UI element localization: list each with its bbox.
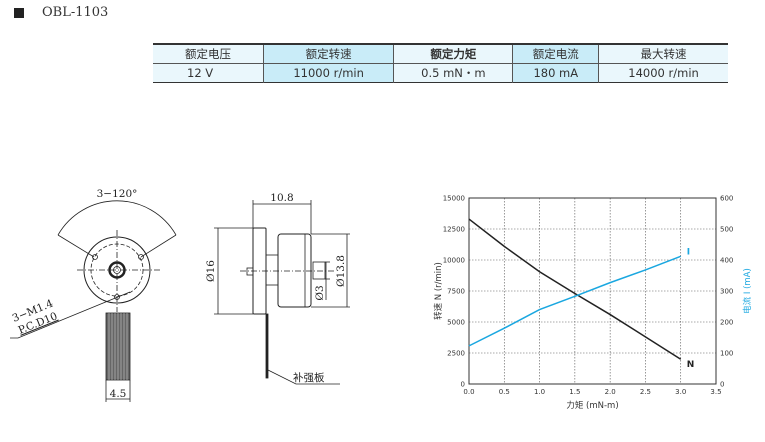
spec-header: 额定电压 <box>153 44 264 64</box>
y-tick-label: 5000 <box>447 319 465 327</box>
x-axis-label: 力矩 (mN-m) <box>566 400 618 411</box>
y2-tick-label: 300 <box>720 288 733 296</box>
y2-axis-label: 电流 I (mA) <box>742 268 753 314</box>
spec-value: 14000 r/min <box>598 63 728 82</box>
plate-label: 补强板 <box>293 371 325 384</box>
bolt-hole <box>138 254 144 260</box>
x-tick-label: 2.5 <box>640 388 651 396</box>
y2-tick-label: 500 <box>720 226 733 234</box>
series-line-I <box>468 255 681 347</box>
series-line-N <box>468 218 682 360</box>
spec-value: 0.5 mN・m <box>393 63 513 82</box>
reinforcement-plate <box>265 313 269 379</box>
y-tick-label: 12500 <box>443 226 465 234</box>
y-tick-label: 15000 <box>443 195 465 203</box>
series-label-I: I <box>687 247 690 257</box>
x-tick-label: 3.5 <box>710 388 721 396</box>
spec-header-row: 额定电压 额定转速 额定力矩 额定电流 最大转速 <box>153 44 728 64</box>
side-view: 10.8 Ø16 Ø13.8 Ø3 补强板 <box>205 192 350 385</box>
series-label-N: N <box>687 360 695 370</box>
plot-frame <box>468 197 717 385</box>
body-diameter-label: Ø13.8 <box>335 255 347 287</box>
y2-tick-label: 600 <box>720 195 733 203</box>
y-tick-label: 10000 <box>443 257 465 265</box>
bolt-hole <box>92 254 98 260</box>
model-name: OBL-1103 <box>42 5 109 20</box>
x-tick-label: 2.0 <box>605 388 616 396</box>
y-tick-label: 0 <box>461 381 465 389</box>
front-view: 3−120° 3−M1.4 P.C.D10 4.5 <box>10 188 177 402</box>
y-tick-label: 2500 <box>447 350 465 358</box>
spec-value: 12 V <box>153 63 264 82</box>
length-label: 10.8 <box>270 192 293 204</box>
x-tick-label: 0.5 <box>499 388 510 396</box>
y2-tick-label: 100 <box>720 350 733 358</box>
y2-tick-label: 400 <box>720 257 733 265</box>
spec-header: 额定力矩 <box>393 44 513 64</box>
flange-diameter-label: Ø16 <box>205 260 217 282</box>
cable-width-label: 4.5 <box>110 388 127 400</box>
bullet-square-icon <box>14 7 24 18</box>
shaft-diameter-label: Ø3 <box>314 285 326 300</box>
spec-header: 额定转速 <box>262 44 394 64</box>
model-title: OBL-1103 <box>14 5 108 20</box>
bolt-hole <box>114 294 120 300</box>
x-tick-label: 0.0 <box>463 388 474 396</box>
x-tick-label: 1.5 <box>569 388 580 396</box>
y2-tick-label: 200 <box>720 319 733 327</box>
x-tick-label: 1.0 <box>534 388 545 396</box>
spec-header: 额定电流 <box>512 44 599 64</box>
spec-header: 最大转速 <box>598 44 728 64</box>
y-tick-label: 7500 <box>447 288 465 296</box>
angle-label: 3−120° <box>97 188 138 200</box>
spec-table: 额定电压 额定转速 额定力矩 额定电流 最大转速 12 V 11000 r/mi… <box>153 43 728 83</box>
y2-tick-label: 0 <box>720 381 724 389</box>
x-tick-label: 3.0 <box>675 388 686 396</box>
spec-value-row: 12 V 11000 r/min 0.5 mN・m 180 mA 14000 r… <box>153 63 728 82</box>
angle-arc <box>57 200 177 236</box>
spec-value: 11000 r/min <box>262 63 394 82</box>
y-axis-label: 转速 N (r/min) <box>433 262 444 320</box>
spec-value: 180 mA <box>512 63 599 82</box>
